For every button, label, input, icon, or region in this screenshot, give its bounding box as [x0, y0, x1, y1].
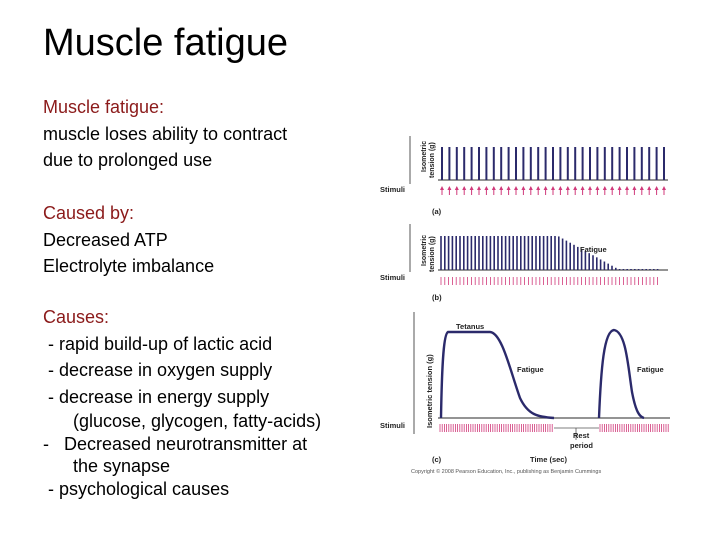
stimulus-arrow-head	[499, 186, 504, 190]
panel-a: Isometric tension (g) Stimuli (a)	[380, 136, 668, 216]
stimulus-arrow-head	[477, 186, 481, 190]
panel-b-ylabel-2: tension (g)	[429, 236, 436, 272]
panel-a-ylabel-1: Isometric	[421, 141, 428, 172]
causes-item: (glucose, glycogen, fatty-acids)	[43, 411, 322, 431]
stimulus-arrow-head	[528, 186, 533, 190]
stimulus-arrow-head	[491, 186, 496, 190]
panel-c-stimuli-1	[439, 424, 553, 432]
caused-by-item: Decreased ATP	[43, 229, 168, 250]
causes-item: - rapid build-up of lactic acid	[43, 333, 273, 354]
definition-line: muscle loses ability to contract	[43, 123, 288, 144]
causes-item: - Decreased neurotransmitter at	[43, 434, 308, 454]
stimulus-arrow-head	[632, 186, 637, 190]
causes-item: - decrease in energy supply	[43, 386, 270, 407]
caused-by-block: Caused by: Decreased ATP Electrolyte imb…	[43, 200, 214, 280]
panel-a-stimuli-label: Stimuli	[380, 185, 405, 194]
panel-b: Isometric tension (g) Fatigue Stimuli (b…	[380, 224, 668, 302]
stimulus-arrow-head	[617, 186, 622, 190]
causes-heading: Causes:	[43, 307, 110, 327]
stimulus-arrow-head	[462, 186, 467, 190]
causes-item: the synapse	[43, 456, 171, 476]
panel-c-fatigue-label-2: Fatigue	[637, 365, 664, 374]
stimulus-arrow-head	[654, 186, 659, 190]
panel-a-stimuli	[440, 186, 666, 195]
stimulus-arrow-head	[521, 186, 526, 190]
stimulus-arrow-head	[573, 186, 578, 190]
causes-item: - psychological causes	[43, 479, 230, 499]
slide-title: Muscle fatigue	[43, 22, 289, 64]
stimulus-arrow-head	[647, 186, 652, 190]
panel-c-tetanus-curve-1	[439, 330, 555, 420]
causes-block: Causes: - rapid build-up of lactic acid …	[43, 304, 321, 503]
panel-b-stimuli	[440, 277, 659, 285]
rest-label: Rest	[573, 431, 590, 440]
stimulus-arrow-head	[602, 186, 607, 190]
muscle-fatigue-figure: Isometric tension (g) Stimuli (a) Isomet…	[380, 136, 670, 475]
stimulus-arrow-head	[639, 186, 644, 190]
time-axis-label: Time (sec)	[530, 455, 567, 464]
stimulus-arrow-head	[454, 186, 459, 190]
stimulus-arrow-head	[580, 186, 585, 190]
stimulus-arrow-head	[588, 186, 592, 190]
stimulus-arrow-head	[551, 186, 555, 190]
stimulus-arrow-head	[447, 186, 452, 190]
stimulus-arrow-head	[595, 186, 600, 190]
panel-a-ylabel-2: tension (g)	[429, 142, 436, 178]
panel-c-stimuli-2	[599, 424, 669, 432]
panel-c-tetanus-curve-2	[597, 328, 645, 420]
definition-block: Muscle fatigue: muscle loses ability to …	[43, 94, 287, 174]
panel-c-label: (c)	[432, 455, 442, 464]
stimulus-arrow-head	[469, 186, 474, 190]
figure-copyright: Copyright © 2008 Pearson Education, Inc.…	[411, 468, 601, 475]
stimulus-arrow-head	[662, 186, 666, 190]
panel-a-twitches	[441, 147, 665, 180]
panel-b-label: (b)	[432, 293, 442, 302]
caused-by-heading: Caused by:	[43, 203, 135, 223]
stimulus-arrow-head	[440, 186, 444, 190]
definition-heading: Muscle fatigue:	[43, 97, 165, 117]
stimulus-arrow-head	[506, 186, 511, 190]
stimulus-arrow-head	[484, 186, 489, 190]
panel-b-ylabel-1: Isometric	[421, 235, 428, 266]
panel-c-stimuli-label: Stimuli	[380, 421, 405, 430]
stimulus-arrow-head	[625, 186, 629, 190]
panel-a-label: (a)	[432, 207, 442, 216]
stimulus-arrow-head	[565, 186, 570, 190]
panel-c-ylabel: Isometric tension (g)	[425, 354, 434, 428]
period-label: period	[570, 441, 593, 450]
stimulus-arrow-head	[610, 186, 615, 190]
stimulus-arrow-head	[536, 186, 541, 190]
stimulus-arrow-head	[514, 186, 518, 190]
panel-b-twitches	[440, 236, 659, 270]
panel-c-fatigue-label-1: Fatigue	[517, 365, 544, 374]
stimulus-arrow-head	[558, 186, 563, 190]
caused-by-item: Electrolyte imbalance	[43, 256, 215, 276]
panel-c: Isometric tension (g) Tetanus Fatigue Fa…	[380, 312, 670, 464]
stimulus-arrow-head	[543, 186, 548, 190]
panel-b-fatigue-label: Fatigue	[580, 245, 607, 254]
causes-item: - decrease in oxygen supply	[43, 360, 273, 380]
tetanus-label: Tetanus	[456, 322, 484, 331]
definition-line: due to prolonged use	[43, 150, 213, 170]
panel-b-stimuli-label: Stimuli	[380, 273, 405, 282]
